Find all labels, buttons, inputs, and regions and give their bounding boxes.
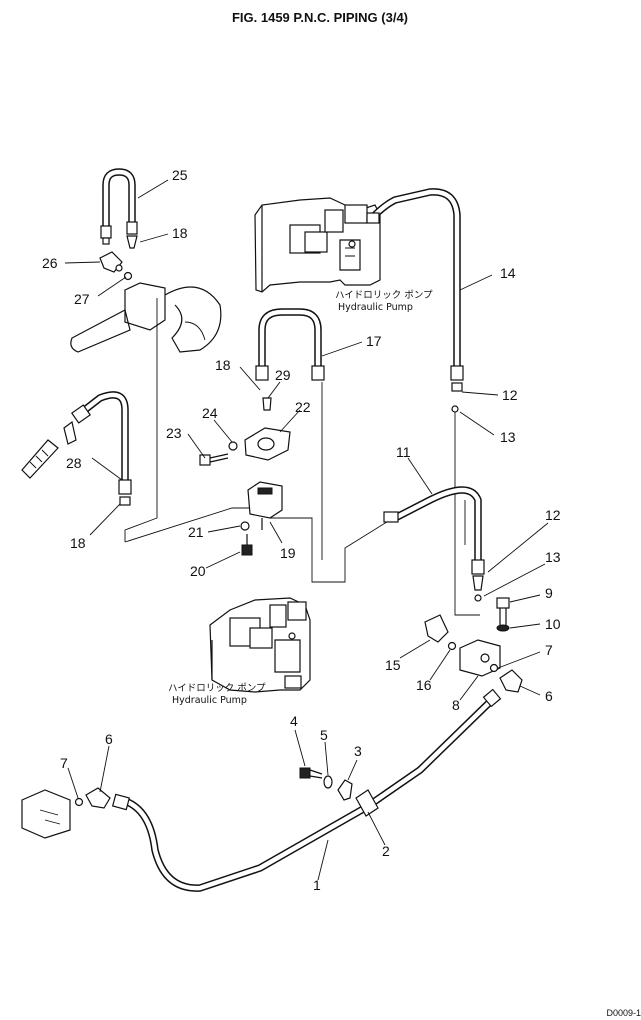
callout-27: 27: [74, 291, 90, 307]
callout-28: 28: [66, 455, 82, 471]
callout-26: 26: [42, 255, 58, 271]
callout-29: 29: [275, 367, 291, 383]
callout-9: 9: [545, 585, 553, 601]
callout-18a: 18: [172, 225, 188, 241]
callout-1: 1: [313, 877, 321, 893]
block-8: [459, 639, 501, 677]
upper-pump-label-en: Hydraulic Pump: [338, 302, 413, 313]
callout-12a: 12: [502, 387, 518, 403]
callout-15: 15: [385, 657, 401, 673]
o-ring-7-left: [74, 797, 84, 807]
upper-pump-label-jp: ハイドロリック ポンプ: [335, 290, 433, 301]
callout-10: 10: [545, 616, 561, 632]
connection-lines: [124, 298, 480, 616]
o-ring-13-upper: [451, 405, 459, 413]
callout-25: 25: [172, 167, 188, 183]
callout-6b: 6: [105, 731, 113, 747]
leader-lines: [64, 179, 549, 881]
lower-hydraulic-pump: [209, 597, 311, 693]
callout-8: 8: [452, 697, 460, 713]
callout-17: 17: [366, 333, 382, 349]
o-ring-16: [447, 641, 457, 651]
o-ring-7-right: [489, 663, 499, 673]
hose-25: [100, 168, 138, 249]
callout-2: 2: [382, 843, 390, 859]
callout-24: 24: [202, 405, 218, 421]
hose-14: [366, 188, 464, 392]
bolt-4: [299, 767, 323, 779]
callout-18c: 18: [70, 535, 86, 551]
callout-22: 22: [295, 399, 311, 415]
callout-14: 14: [500, 265, 516, 281]
hose-17: [255, 308, 325, 411]
upper-hydraulic-pump: [254, 197, 381, 293]
callout-7b: 7: [60, 755, 68, 771]
callout-3: 3: [354, 743, 362, 759]
flange-block: [70, 282, 222, 353]
callout-13a: 13: [500, 429, 516, 445]
flange-22: [244, 427, 291, 461]
callout-6a: 6: [545, 688, 553, 704]
bolt-23: [199, 453, 229, 466]
elbow-26: [99, 251, 123, 273]
bolt-9: [496, 597, 510, 626]
lower-pump-label-en: Hydraulic Pump: [172, 695, 247, 706]
callouts: 25 18 26 27 14 17 18 29 22 24 23 28 18 1…: [42, 167, 561, 893]
hose-11: [383, 486, 485, 591]
callout-21: 21: [188, 524, 204, 540]
elbow-15: [424, 614, 449, 643]
figure-title: FIG. 1459 P.N.C. PIPING (3/4): [232, 10, 408, 25]
callout-11: 11: [396, 444, 411, 460]
bottom-left-block: [21, 789, 71, 839]
callout-18b: 18: [215, 357, 231, 373]
callout-13b: 13: [545, 549, 561, 565]
callout-20: 20: [190, 563, 206, 579]
corner-code: D0009-1: [606, 1008, 641, 1018]
callout-16: 16: [416, 677, 432, 693]
washer-21: [240, 521, 250, 531]
washer-24: [228, 441, 238, 451]
clamp-3: [337, 779, 353, 801]
hose-1: [111, 688, 502, 892]
o-ring-13-lower: [474, 594, 482, 602]
callout-12b: 12: [545, 507, 561, 523]
nut-5: [323, 775, 333, 789]
callout-19: 19: [280, 545, 296, 561]
bolt-20: [241, 534, 253, 556]
connector-2: [355, 789, 379, 817]
washer-10: [496, 624, 510, 632]
hose-28: [21, 391, 132, 506]
elbow-6-right: [499, 669, 523, 693]
lower-pump-label-jp: ハイドロリック ポンプ: [168, 683, 266, 694]
callout-5: 5: [320, 727, 328, 743]
block-19: [247, 481, 283, 530]
callout-23: 23: [166, 425, 182, 441]
elbow-6-left: [85, 787, 111, 809]
callout-4: 4: [290, 713, 298, 729]
o-ring-27: [123, 271, 133, 281]
callout-7a: 7: [545, 642, 553, 658]
